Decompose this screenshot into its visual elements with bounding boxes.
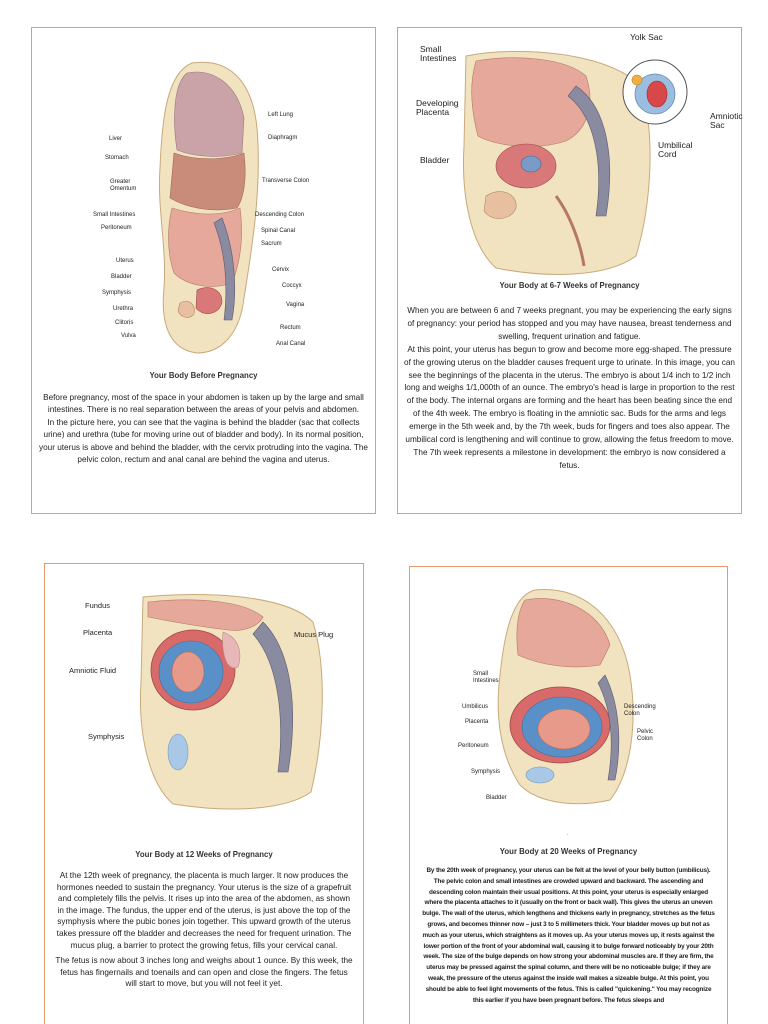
text-12-weeks: At the 12th week of pregnancy, the place… [55, 870, 353, 994]
label-spinal-canal: Spinal Canal [261, 228, 295, 234]
label-small-intestines: Small Intestines [420, 45, 468, 64]
label-left-lung: Left Lung [268, 112, 293, 118]
label-cervix: Cervix [272, 267, 289, 273]
label-vulva: Vulva [121, 333, 136, 339]
panel-before-pregnancy: Left Lung Diaphragm Liver Stomach Greate… [31, 27, 376, 514]
label-bladder: Bladder [111, 274, 132, 280]
panel-6-7-weeks: Small Intestines Yolk Sac Developing Pla… [397, 27, 742, 514]
label-small-intestines: Small Intestines [473, 671, 505, 685]
label-sacrum: Sacrum [261, 241, 282, 247]
paragraph: When you are between 6 and 7 weeks pregn… [404, 305, 735, 344]
label-greater-omentum: Greater Omentum [110, 179, 144, 193]
label-amniotic-sac: Amniotic Sac [710, 112, 742, 131]
caption-12-weeks: Your Body at 12 Weeks of Pregnancy [58, 849, 351, 859]
label-liver: Liver [109, 136, 122, 142]
label-anal-canal: Anal Canal [276, 341, 305, 347]
anatomy-illustration-12-weeks [133, 592, 328, 812]
label-uterus: Uterus [116, 258, 134, 264]
anatomy-illustration-20-weeks [490, 585, 640, 805]
label-bladder: Bladder [420, 156, 460, 165]
label-small-intestines: Small Intestines [93, 212, 135, 218]
yolk-sac-inset-illustration [621, 58, 689, 126]
label-stomach: Stomach [105, 155, 129, 161]
paragraph: The fetus is now about 3 inches long and… [55, 955, 353, 990]
label-amniotic-fluid: Amniotic Fluid [69, 667, 116, 675]
text-6-7-weeks: When you are between 6 and 7 weeks pregn… [404, 305, 735, 473]
label-urethra: Urethra [113, 306, 133, 312]
label-umbilicus: Umbilicus [462, 704, 488, 710]
label-transverse-colon: Transverse Colon [262, 178, 309, 184]
label-pelvic-colon: Pelvic Colon [637, 729, 663, 743]
label-descending-colon: Descending Colon [255, 212, 304, 218]
label-yolk-sac: Yolk Sac [630, 33, 678, 42]
label-peritoneum: Peritoneum [101, 225, 132, 231]
label-symphysis: Symphysis [88, 733, 124, 741]
label-clitoris: Clitoris [115, 320, 133, 326]
paragraph: At the 12th week of pregnancy, the place… [55, 870, 353, 951]
decorative-dot: . [567, 831, 569, 837]
anatomy-illustration-before-pregnancy [152, 58, 262, 358]
text-before-pregnancy: Before pregnancy, most of the space in y… [38, 392, 369, 466]
paragraph: By the 20th week of pregnancy, your uter… [422, 866, 715, 1006]
label-descending-colon: Descending Colon [624, 704, 660, 718]
paragraph: Before pregnancy, most of the space in y… [38, 392, 369, 417]
paragraph: At this point, your uterus has begun to … [404, 344, 735, 473]
label-diaphragm: Diaphragm [268, 135, 297, 141]
label-bladder: Bladder [486, 795, 507, 801]
text-20-weeks: By the 20th week of pregnancy, your uter… [422, 866, 715, 1010]
label-symphysis: Symphysis [471, 769, 500, 775]
label-vagina: Vagina [286, 302, 304, 308]
label-placenta: Placenta [83, 629, 112, 637]
caption-20-weeks: Your Body at 20 Weeks of Pregnancy [423, 846, 715, 856]
label-coccyx: Coccyx [282, 283, 302, 289]
label-fundus: Fundus [85, 602, 110, 610]
paragraph: In the picture here, you can see that th… [38, 417, 369, 467]
panel-20-weeks: Small Intestines Umbilicus Descending Co… [409, 566, 728, 1024]
panel-12-weeks: Fundus Placenta Mucus Plug Amniotic Flui… [44, 563, 364, 1024]
label-rectum: Rectum [280, 325, 301, 331]
label-developing-placenta: Developing Placenta [416, 99, 468, 118]
label-placenta: Placenta [465, 719, 488, 725]
label-umbilical-cord: Umbilical Cord [658, 141, 706, 160]
caption-6-7-weeks: Your Body at 6-7 Weeks of Pregnancy [412, 280, 728, 290]
label-peritoneum: Peritoneum [458, 743, 489, 749]
label-symphysis: Symphysis [102, 290, 131, 296]
label-mucus-plug: Mucus Plug [294, 631, 333, 639]
caption-before-pregnancy: Your Body Before Pregnancy [46, 370, 362, 380]
